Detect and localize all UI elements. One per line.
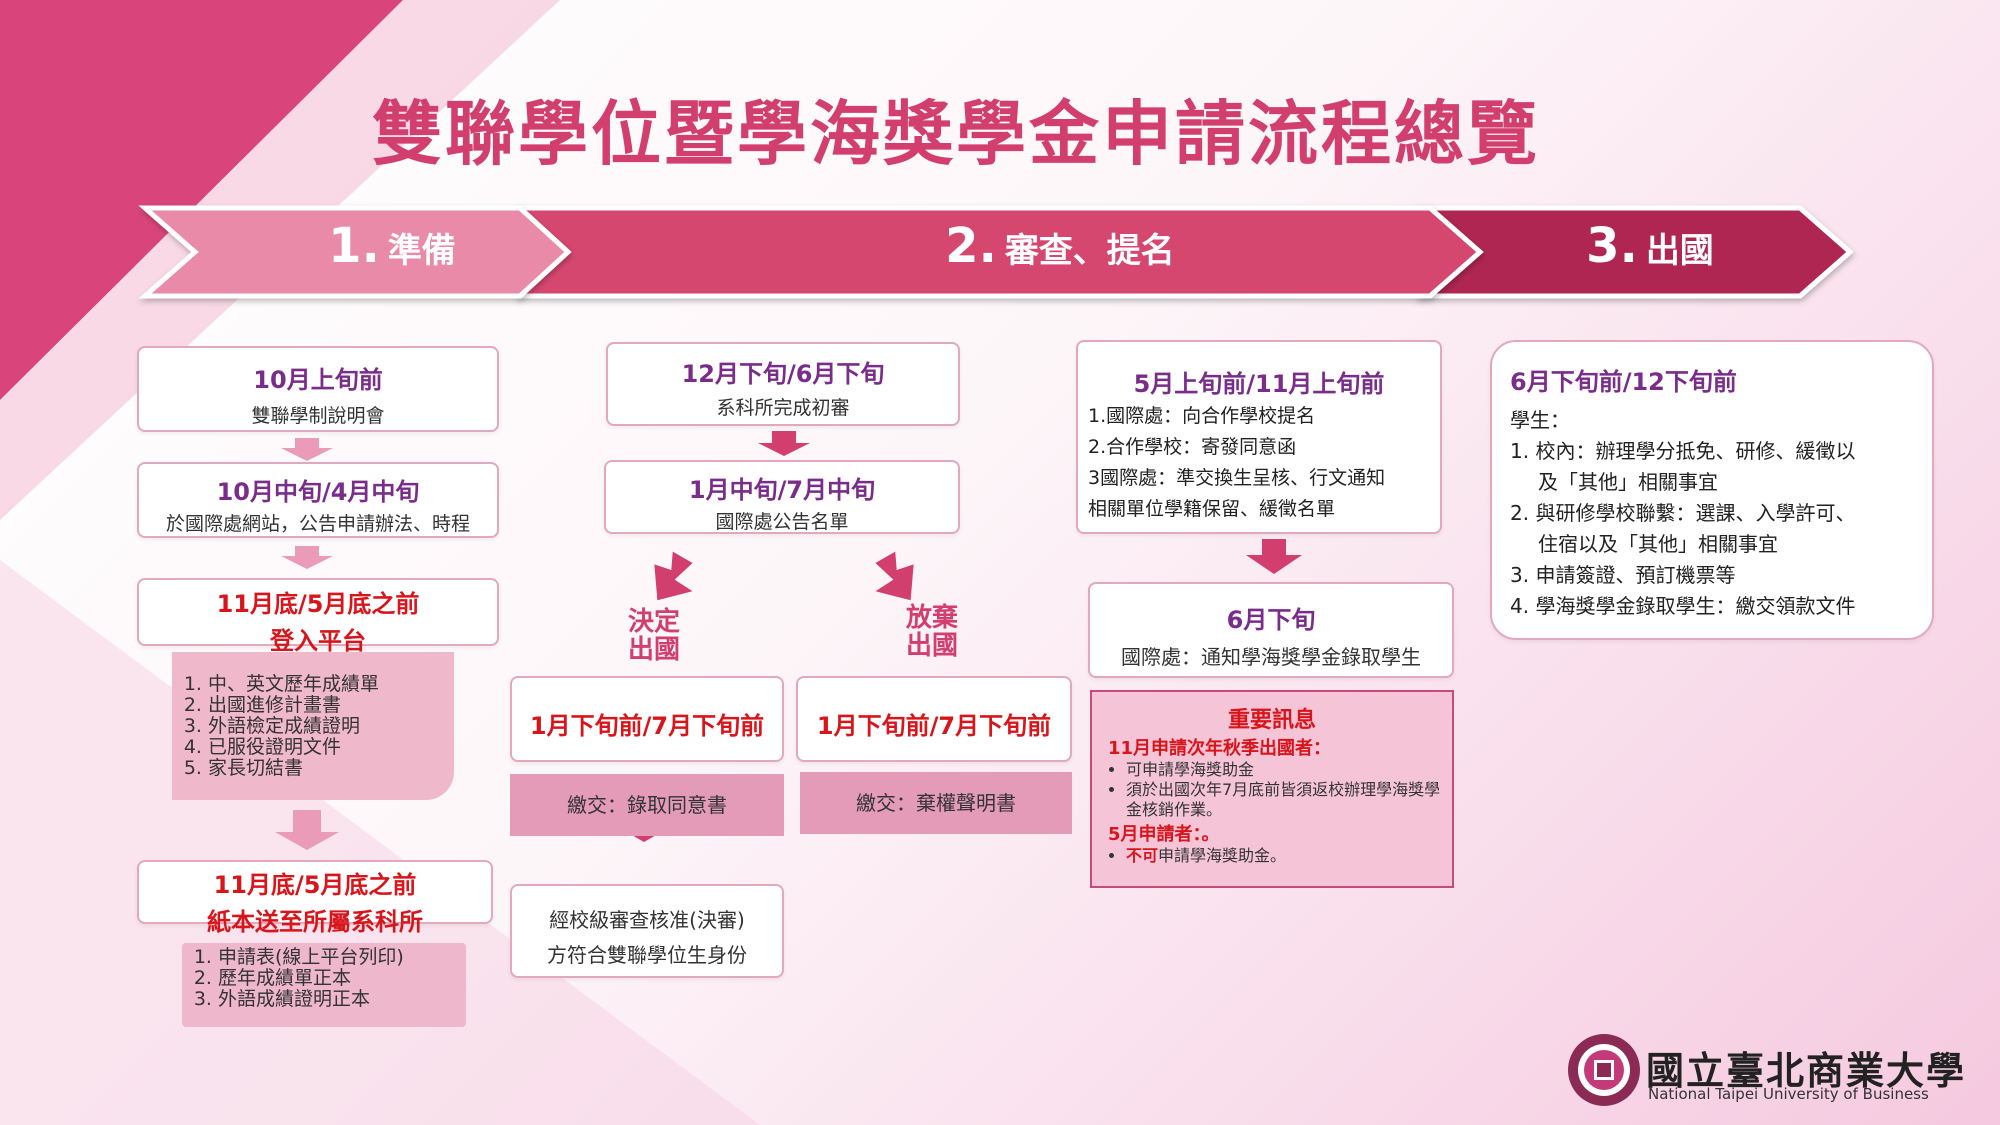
doc-list-item: 出國進修計畫書 — [208, 695, 454, 716]
col3-line: 2.合作學校：寄發同意函 — [1088, 436, 1297, 458]
col1-box-paper-submit: 11月底/5月底之前 紙本送至所屬系科所 — [137, 860, 493, 936]
university-name-en: National Taipei University of Business — [1648, 1085, 1929, 1103]
doc-list-item: 已服役證明文件 — [208, 737, 454, 758]
col4-item: 住宿以及「其他」相關事宜 — [1538, 532, 1778, 556]
col1-paper-documents: 申請表(線上平台列印)歷年成績單正本外語成績證明正本 — [182, 943, 466, 1027]
doc-list-item: 中、英文歷年成績單 — [208, 674, 454, 695]
arrow-diagonal-left — [654, 551, 693, 601]
col3-line: 相關單位學籍保留、緩徵名單 — [1088, 498, 1336, 520]
col1-box2-heading: 10月中旬/4月中旬 — [216, 478, 420, 506]
col1-box-login: 11月底/5月底之前 登入平台 — [137, 578, 499, 655]
doc-list-item: 外語檢定成績證明 — [208, 716, 454, 737]
col4-item: 2. 與研修學校聯繫：選課、入學許可、 — [1510, 501, 1856, 525]
col1-box4-sub: 紙本送至所屬系科所 — [207, 908, 423, 936]
university-logo — [1566, 1032, 1642, 1108]
important-list-item: 須於出國次年7月底前皆須返校辦理學海獎學金核銷作業。 — [1126, 780, 1452, 820]
col4-box-departure: 6月下旬前/12下旬前 學生： 1. 校內：辦理學分抵免、研修、緩徵以及「其他」… — [1490, 340, 1934, 640]
choice-give-up: 放棄 出國 — [905, 603, 958, 661]
arrow-down — [758, 431, 810, 456]
col1-box1-heading: 10月上旬前 — [253, 366, 383, 394]
col2-submit-waiver: 繳交：棄權聲明書 — [800, 772, 1072, 834]
col2-box-go-deadline: 1月下旬前/7月下旬前 — [510, 676, 784, 762]
col3-box2-heading: 6月下旬 — [1226, 606, 1316, 634]
col2-final-line1: 經校級審查核准(決審) — [549, 908, 745, 932]
important-list1: 可申請學海獎助金須於出國次年7月底前皆須返校辦理學海獎學金核銷作業。 — [1092, 760, 1452, 820]
col2-box-initial-review: 12月下旬/6月下旬 系科所完成初審 — [606, 342, 960, 426]
col1-box3-sub: 登入平台 — [270, 627, 366, 655]
page-title: 雙聯學位暨學海獎學金申請流程總覽 — [372, 93, 1540, 175]
col2-box2-heading: 1月中旬/7月中旬 — [688, 476, 876, 504]
important-not-allowed: 不可 — [1126, 846, 1159, 865]
arrow-diagonal-right — [875, 551, 914, 601]
stage2-label: 2.審查、提名 — [945, 218, 1175, 274]
col1-box4-heading: 11月底/5月底之前 — [213, 871, 417, 899]
stage1-chevron — [138, 205, 572, 299]
paper-list-item: 申請表(線上平台列印) — [218, 947, 466, 968]
choice-go-abroad: 決定 出國 — [627, 607, 680, 665]
doc-list-item: 家長切結書 — [208, 758, 454, 779]
col2-box1-sub: 系科所完成初審 — [716, 397, 850, 419]
col4-item: 1. 校內：辦理學分抵免、研修、緩徵以 — [1510, 439, 1856, 463]
col4-item: 4. 學海獎學金錄取學生：繳交領款文件 — [1510, 594, 1856, 618]
col2-box-announce-list: 1月中旬/7月中旬 國際處公告名單 — [604, 460, 960, 534]
arrow-down — [1246, 539, 1302, 574]
university-name-cn: 國立臺北商業大學 — [1646, 1048, 1967, 1093]
col3-line: 1.國際處：向合作學校提名 — [1088, 405, 1316, 427]
col1-required-documents: 中、英文歷年成績單出國進修計畫書外語檢定成績證明已服役證明文件家長切結書 — [172, 652, 454, 800]
important-sub2: 5月申請者：。 — [1108, 824, 1220, 845]
col2-final-line2: 方符合雙聯學位生身份 — [547, 943, 747, 967]
important-list2: 不可申請學海獎助金。 — [1092, 846, 1452, 866]
stage1-label: 1.準備 — [328, 218, 456, 274]
col1-doc-list: 中、英文歷年成績單出國進修計畫書外語檢定成績證明已服役證明文件家長切結書 — [172, 674, 454, 779]
col4-heading: 6月下旬前/12下旬前 — [1510, 368, 1737, 396]
col2-box1-heading: 12月下旬/6月下旬 — [681, 360, 885, 388]
col1-box1-sub: 雙聯學制說明會 — [251, 405, 385, 427]
stage-chevrons — [138, 205, 1854, 299]
col2-box-final-approval: 經校級審查核准(決審) 方符合雙聯學位生身份 — [510, 884, 784, 978]
col1-paper-list: 申請表(線上平台列印)歷年成績單正本外語成績證明正本 — [182, 947, 466, 1010]
col2-quit-deadline-text: 1月下旬前/7月下旬前 — [816, 712, 1052, 740]
col3-box-notify-scholarship: 6月下旬 國際處：通知學海獎學金錄取學生 — [1088, 582, 1454, 678]
col3-box1-lines: 1.國際處：向合作學校提名 2.合作學校：寄發同意函 3國際處：準交換生呈核、行文通… — [1078, 401, 1440, 525]
paper-list-item: 歷年成績單正本 — [218, 968, 466, 989]
col1-box2-sub: 於國際處網站，公告申請辦法、時程 — [165, 513, 470, 535]
paper-list-item: 外語成績證明正本 — [218, 989, 466, 1010]
important-notice: 重要訊息 11月申請次年秋季出國者： 可申請學海獎助金須於出國次年7月底前皆須返… — [1090, 690, 1454, 888]
col4-intro: 學生： — [1510, 408, 1570, 432]
col3-line: 3國際處：準交換生呈核、行文通知 — [1088, 467, 1386, 489]
important-list-item: 可申請學海獎助金 — [1126, 760, 1452, 780]
important-sub1: 11月申請次年秋季出國者： — [1108, 738, 1332, 759]
col3-box1-heading: 5月上旬前/11月上旬前 — [1133, 370, 1385, 398]
important-item2-rest: 申請學海獎助金。 — [1158, 846, 1287, 865]
col1-box-info-session: 10月上旬前 雙聯學制說明會 — [137, 346, 499, 432]
col4-items: 1. 校內：辦理學分抵免、研修、緩徵以及「其他」相關事宜 2. 與研修學校聯繫：選… — [1510, 436, 1932, 622]
col2-box2-sub: 國際處公告名單 — [715, 511, 849, 533]
col2-box-quit-deadline: 1月下旬前/7月下旬前 — [796, 676, 1072, 762]
arrow-down — [281, 438, 333, 461]
stage3-label: 3.出國 — [1586, 218, 1714, 274]
arrow-down — [275, 810, 339, 850]
col1-box3-heading: 11月底/5月底之前 — [216, 590, 420, 618]
col2-go-deadline-text: 1月下旬前/7月下旬前 — [529, 712, 765, 740]
col4-item: 及「其他」相關事宜 — [1538, 470, 1718, 494]
university-emblem-icon — [1568, 1034, 1640, 1106]
col1-box-announcement: 10月中旬/4月中旬 於國際處網站，公告申請辦法、時程 — [137, 462, 499, 538]
col3-box2-sub: 國際處：通知學海獎學金錄取學生 — [1121, 645, 1421, 669]
arrow-down — [281, 546, 333, 569]
col2-submit-acceptance: 繳交：錄取同意書 — [510, 774, 784, 836]
col4-item: 3. 申請簽證、預訂機票等 — [1510, 563, 1736, 587]
important-title: 重要訊息 — [1227, 708, 1316, 733]
col3-box-nomination: 5月上旬前/11月上旬前 1.國際處：向合作學校提名 2.合作學校：寄發同意函 3國… — [1076, 340, 1442, 534]
